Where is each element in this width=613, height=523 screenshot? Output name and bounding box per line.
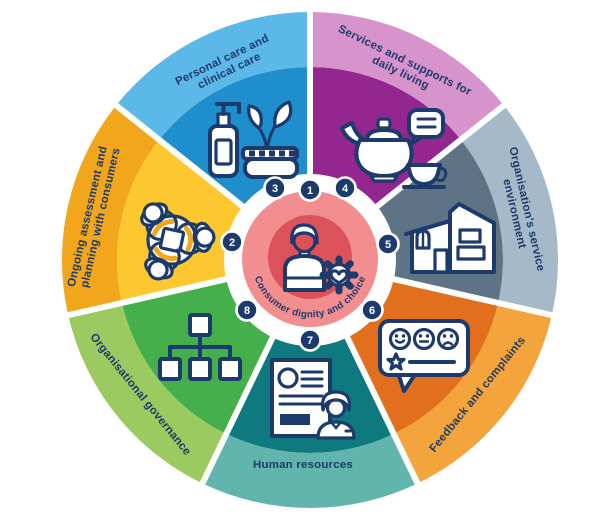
toiletries-and-plant-icon	[208, 100, 299, 179]
org-chart-icon	[158, 313, 242, 381]
wedge-band	[61, 105, 160, 316]
teapot-and-cup-icon	[340, 108, 448, 189]
svg-text:5: 5	[385, 239, 391, 251]
svg-text:7: 7	[307, 335, 313, 347]
number-badges: 1 2 3 4 5 6 7 8	[220, 176, 400, 352]
resume-and-person-icon	[270, 358, 356, 440]
svg-text:3: 3	[272, 183, 278, 195]
feedback-speech-bubble-icon	[378, 319, 470, 393]
svg-text:2: 2	[229, 237, 235, 249]
wedge-separators	[59, 3, 561, 492]
wedge-inner	[121, 279, 273, 434]
svg-text:1: 1	[307, 185, 313, 197]
segment-label-human-resources: Human resources	[253, 459, 353, 471]
svg-text:4: 4	[342, 183, 349, 195]
badge-5: 5	[376, 232, 400, 256]
person-with-gear-heart-icon	[283, 223, 359, 295]
wedge-band	[68, 302, 227, 484]
segment-service-environment: Organisation's service environment	[377, 105, 559, 316]
separator	[341, 329, 424, 492]
badge-1: 1	[298, 178, 322, 202]
badge-4: 4	[333, 176, 357, 200]
separator	[108, 98, 251, 214]
house-icon	[404, 202, 496, 274]
badge-2: 2	[220, 230, 244, 254]
wedge-band	[116, 12, 310, 140]
wedge-band	[460, 105, 559, 316]
badge-6: 6	[360, 298, 384, 322]
separator	[385, 274, 561, 320]
separator	[59, 274, 235, 320]
svg-text:8: 8	[244, 305, 250, 317]
center-standard: Consumer dignity and choice	[242, 191, 378, 327]
meeting-around-table-icon	[140, 202, 216, 281]
badge-3: 3	[263, 176, 287, 200]
wedge-band	[310, 12, 504, 140]
wedge-band	[202, 433, 418, 508]
badge-7: 7	[298, 328, 322, 352]
separator	[196, 329, 279, 492]
wedge-band	[393, 302, 552, 484]
svg-text:6: 6	[369, 305, 375, 317]
separator	[369, 98, 512, 214]
badge-8: 8	[235, 298, 259, 322]
